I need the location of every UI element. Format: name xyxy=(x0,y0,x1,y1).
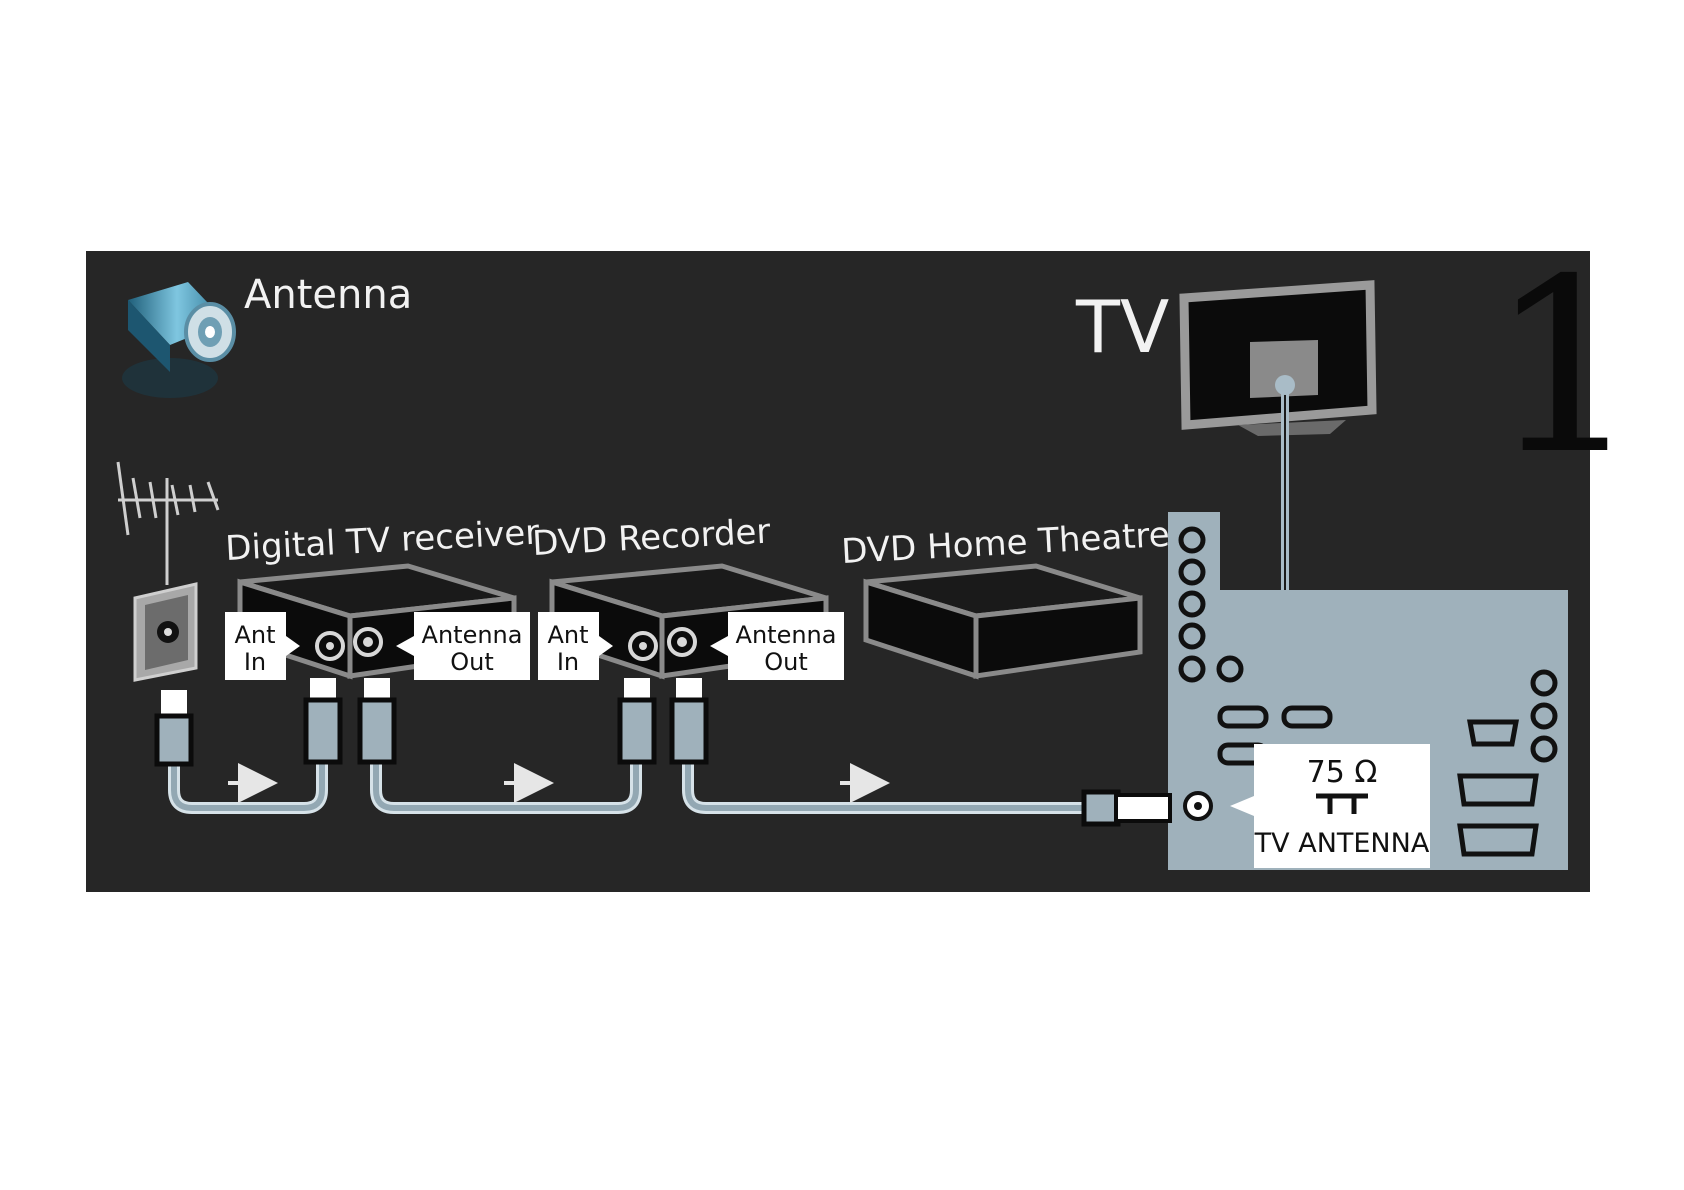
coax-cables xyxy=(168,734,1090,814)
rooftop-antenna-icon xyxy=(116,461,220,585)
section-title: Antenna xyxy=(244,272,412,318)
recorder-ant-in-label-line2: In xyxy=(557,648,579,676)
recorder-antenna-out-label-line1: Antenna xyxy=(736,621,837,649)
receiver-antenna-out-label-line2: Out xyxy=(450,648,494,676)
step-number: 1 xyxy=(1489,227,1642,507)
recorder-ant-in-label-line1: Ant xyxy=(547,621,588,649)
coax-plug-tv xyxy=(1081,789,1172,827)
tv-antenna-input-callout: 75 Ω TV ANTENNA xyxy=(1230,744,1430,868)
receiver-ant-in-label-line1: Ant xyxy=(234,621,275,649)
tv-antenna-input-name: TV ANTENNA xyxy=(1254,828,1430,859)
tv-antenna-impedance: 75 Ω xyxy=(1307,755,1378,790)
receiver-antenna-out-label-line1: Antenna xyxy=(422,621,523,649)
receiver-ant-in-callout: Ant In xyxy=(225,612,300,680)
coax-plug-recorder-out xyxy=(669,678,709,765)
receiver-antenna-out-callout: Antenna Out xyxy=(396,612,530,680)
coax-plug-wall xyxy=(154,690,194,767)
coax-plug-recorder-in xyxy=(617,678,657,765)
recorder-antenna-out-label-line2: Out xyxy=(764,648,808,676)
receiver-ant-in-label-line2: In xyxy=(244,648,266,676)
recorder-antenna-out-callout: Antenna Out xyxy=(710,612,844,680)
tv-set-icon xyxy=(1179,280,1377,595)
dvd-home-theatre-box xyxy=(863,563,1143,680)
coax-plug-receiver-in xyxy=(303,678,343,765)
coax-plug-receiver-out xyxy=(357,678,397,765)
recorder-ant-in-callout: Ant In xyxy=(538,612,613,680)
wall-outlet-icon xyxy=(133,582,198,682)
coax-symbol-icon xyxy=(1316,793,1368,814)
coax-plug-icon xyxy=(122,282,236,398)
tv-label: TV xyxy=(1075,285,1169,369)
